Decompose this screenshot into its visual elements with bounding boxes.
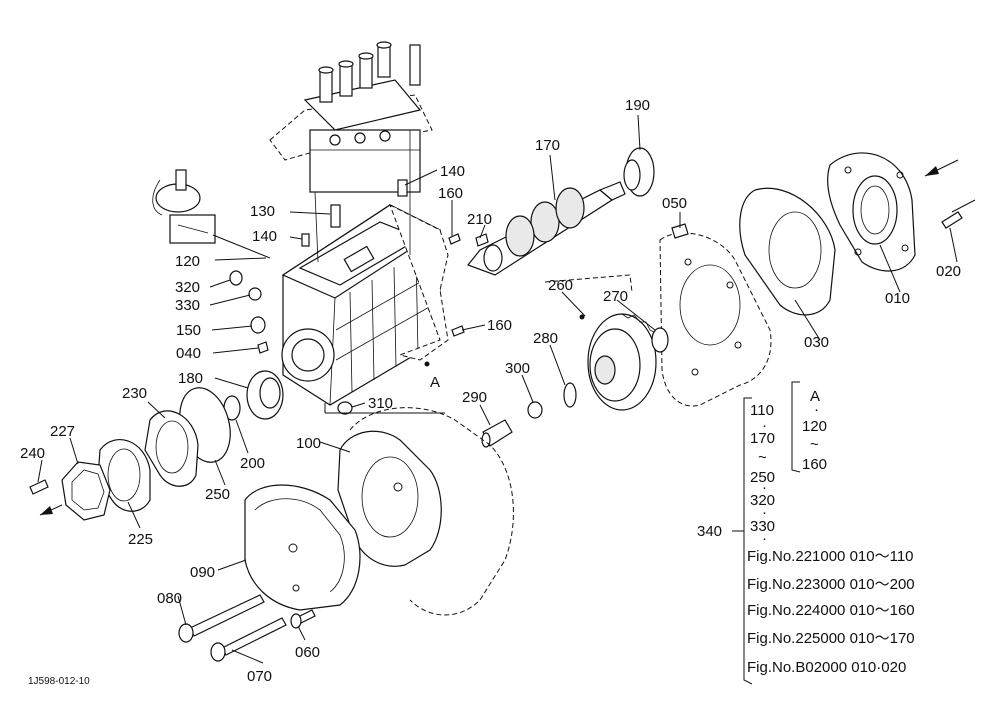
delivery-valve-head	[269, 41, 433, 263]
legend-dot-4: ·	[762, 530, 767, 547]
plate-225	[97, 439, 151, 512]
leader-lines	[37, 114, 958, 664]
assembly-legend: A · 120 ~ 160 110 · 170 ~ 250 · 320 · 33…	[747, 388, 915, 676]
legend-fig-ref-4: Fig.No.225000 010～170	[747, 630, 915, 647]
stud-020	[924, 159, 976, 229]
label-150: 150	[176, 322, 201, 339]
label-040: 040	[176, 345, 201, 362]
label-190: 190	[625, 97, 650, 114]
label-a-marker: A	[430, 374, 440, 391]
label-130: 130	[250, 203, 275, 220]
label-300: 300	[505, 360, 530, 377]
label-020: 020	[936, 263, 961, 280]
label-160-right: 160	[487, 317, 512, 334]
label-010: 010	[885, 290, 910, 307]
gasket-plate	[659, 223, 772, 407]
legend-inner-tilde: ~	[810, 436, 819, 453]
label-030: 030	[804, 334, 829, 351]
label-140-mid: 140	[252, 228, 277, 245]
label-170: 170	[535, 137, 560, 154]
label-240: 240	[20, 445, 45, 462]
legend-dot-2: ·	[762, 479, 767, 496]
legend-170: 170	[750, 430, 775, 447]
label-160-top: 160	[438, 185, 463, 202]
label-250: 250	[205, 486, 230, 503]
small-parts	[229, 179, 585, 415]
label-180: 180	[178, 370, 203, 387]
cover-plate-010	[827, 152, 916, 272]
label-050: 050	[662, 195, 687, 212]
label-330: 330	[175, 297, 200, 314]
part-labels: 190 170 140 160 130 210 050 140 120 320 …	[20, 97, 961, 685]
gear-case-100	[337, 407, 514, 616]
label-120: 120	[175, 253, 200, 270]
label-200: 200	[240, 455, 265, 472]
bolts	[178, 594, 316, 662]
label-270: 270	[603, 288, 628, 305]
label-070: 070	[247, 668, 272, 685]
label-210: 210	[467, 211, 492, 228]
legend-250: 250	[750, 469, 775, 486]
legend-tilde: ~	[758, 449, 767, 466]
label-340: 340	[697, 523, 722, 540]
legend-fig-ref-2: Fig.No.223000 010～200	[747, 576, 915, 593]
gasket-230	[144, 410, 199, 487]
injection-pump-housing	[281, 203, 449, 406]
legend-fig-ref-3: Fig.No.224000 010～160	[747, 602, 915, 619]
bearing-180	[246, 370, 284, 420]
legend-dot-1: ·	[762, 417, 767, 434]
legend-inner-dot: ·	[814, 401, 819, 418]
gasket-030	[739, 187, 836, 316]
timer-gear-assembly	[527, 274, 669, 419]
label-140-top: 140	[440, 163, 465, 180]
legend-fig-ref-5: Fig.No.B02000 010·020	[747, 659, 906, 676]
legend-inner-a: A	[810, 388, 820, 405]
label-260: 260	[548, 277, 573, 294]
label-227: 227	[50, 423, 75, 440]
bearing	[623, 147, 655, 197]
label-320: 320	[175, 279, 200, 296]
legend-inner-160: 160	[802, 456, 827, 473]
drawing-code: 1J598-012-10	[28, 676, 90, 687]
cover-227	[29, 461, 111, 521]
feed-pump	[152, 169, 271, 259]
camshaft	[467, 181, 626, 276]
label-290: 290	[462, 389, 487, 406]
label-230: 230	[122, 385, 147, 402]
housing-090	[244, 484, 361, 611]
legend-fig-ref-1: Fig.No.221000 010～110	[747, 548, 914, 565]
legend-320: 320	[750, 492, 775, 509]
legend-110: 110	[750, 402, 774, 419]
label-060: 060	[295, 644, 320, 661]
legend-dot-3: ·	[762, 504, 767, 521]
label-100: 100	[296, 435, 321, 452]
label-310: 310	[368, 395, 393, 412]
label-225: 225	[128, 531, 153, 548]
legend-brackets	[732, 381, 801, 685]
legend-inner-120: 120	[802, 418, 827, 435]
label-080: 080	[157, 590, 182, 607]
label-090: 090	[190, 564, 215, 581]
label-280: 280	[533, 330, 558, 347]
legend-330: 330	[750, 518, 775, 535]
